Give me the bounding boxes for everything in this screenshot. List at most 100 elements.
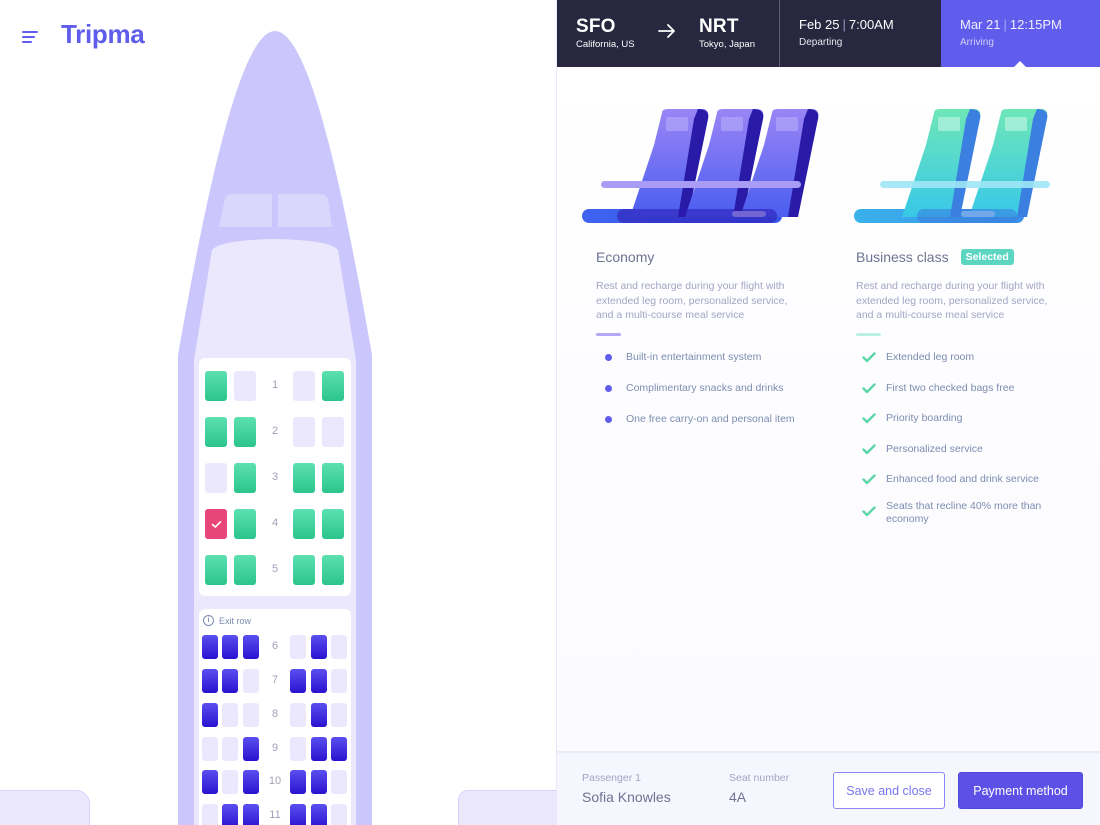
check-icon bbox=[862, 352, 876, 363]
seat-10c[interactable] bbox=[243, 770, 259, 794]
dot-icon bbox=[605, 416, 612, 423]
feature-item: Enhanced food and drink service bbox=[856, 473, 1076, 504]
hamburger-menu-icon[interactable] bbox=[22, 31, 39, 43]
departing-tab[interactable]: Feb 25|7:00AM Departing bbox=[779, 0, 941, 67]
seat-1c bbox=[293, 371, 315, 401]
seat-3d[interactable] bbox=[322, 463, 344, 493]
row-number: 5 bbox=[271, 563, 279, 575]
class-description: Rest and recharge during your flight wit… bbox=[596, 280, 788, 321]
origin-airport: SFO California, US bbox=[576, 16, 635, 50]
seat-2b[interactable] bbox=[234, 417, 256, 447]
row-number: 9 bbox=[271, 742, 279, 754]
seat-11c[interactable] bbox=[243, 804, 259, 825]
seat-9c[interactable] bbox=[243, 737, 259, 761]
seat-6b[interactable] bbox=[222, 635, 238, 659]
seat-6a[interactable] bbox=[202, 635, 218, 659]
seat-7c bbox=[243, 669, 259, 693]
save-and-close-button[interactable]: Save and close bbox=[833, 772, 945, 809]
seat-6f bbox=[331, 635, 347, 659]
feature-item: Personalized service bbox=[856, 443, 1076, 474]
seat-8b bbox=[222, 703, 238, 727]
check-icon bbox=[862, 413, 876, 424]
booking-footer: Passenger 1 Sofia Knowles Seat number 4A… bbox=[557, 751, 1100, 825]
arriving-label: Arriving bbox=[960, 37, 994, 48]
payment-method-button[interactable]: Payment method bbox=[958, 772, 1083, 809]
seat-4c[interactable] bbox=[293, 509, 315, 539]
passenger-field: Passenger 1 Sofia Knowles bbox=[582, 772, 671, 805]
row-number: 7 bbox=[271, 674, 279, 686]
feature-item: Built-in entertainment system bbox=[596, 351, 816, 382]
seat-row: 2 bbox=[199, 417, 351, 447]
seat-10d[interactable] bbox=[290, 770, 306, 794]
seat-10a[interactable] bbox=[202, 770, 218, 794]
seat-6c[interactable] bbox=[243, 635, 259, 659]
seat-3a bbox=[205, 463, 227, 493]
seat-6d bbox=[290, 635, 306, 659]
business-features-list: Extended leg room First two checked bags… bbox=[856, 351, 1076, 530]
app-logo[interactable]: Tripma bbox=[61, 19, 145, 49]
row-number: 8 bbox=[271, 708, 279, 720]
seat-5c[interactable] bbox=[293, 555, 315, 585]
route-summary: SFO California, US NRT Tokyo, Japan bbox=[557, 0, 779, 67]
seat-4a-selected[interactable] bbox=[205, 509, 227, 539]
feature-item: Seats that recline 40% more than economy bbox=[856, 500, 1076, 531]
check-icon bbox=[862, 474, 876, 485]
exit-row-text: Exit row bbox=[219, 615, 252, 626]
seat-11d[interactable] bbox=[290, 804, 306, 825]
economy-title: Economy bbox=[596, 249, 654, 265]
seat-row: 7 bbox=[199, 669, 351, 699]
passenger-name: Sofia Knowles bbox=[582, 789, 671, 805]
seat-7f bbox=[331, 669, 347, 693]
seat-8e[interactable] bbox=[311, 703, 327, 727]
seat-9e[interactable] bbox=[311, 737, 327, 761]
seat-1d[interactable] bbox=[322, 371, 344, 401]
flight-header: SFO California, US NRT Tokyo, Japan Feb … bbox=[557, 0, 1100, 68]
seat-10e[interactable] bbox=[311, 770, 327, 794]
arrow-right-icon bbox=[658, 24, 676, 40]
seat-row: 8 bbox=[199, 703, 351, 733]
seat-5d[interactable] bbox=[322, 555, 344, 585]
seat-4d[interactable] bbox=[322, 509, 344, 539]
seat-5a[interactable] bbox=[205, 555, 227, 585]
seat-2c bbox=[293, 417, 315, 447]
seat-7b[interactable] bbox=[222, 669, 238, 693]
seat-7a[interactable] bbox=[202, 669, 218, 693]
check-icon bbox=[862, 443, 876, 454]
seat-9f[interactable] bbox=[331, 737, 347, 761]
seat-2d bbox=[322, 417, 344, 447]
seat-7d[interactable] bbox=[290, 669, 306, 693]
seat-11e[interactable] bbox=[311, 804, 327, 825]
seat-4b[interactable] bbox=[234, 509, 256, 539]
seat-row: 4 bbox=[199, 509, 351, 539]
seat-2a[interactable] bbox=[205, 417, 227, 447]
class-selection-panel: SFO California, US NRT Tokyo, Japan Feb … bbox=[556, 0, 1100, 825]
destination-code: NRT bbox=[699, 16, 739, 37]
seat-1a[interactable] bbox=[205, 371, 227, 401]
seat-9d bbox=[290, 737, 306, 761]
feature-item: Priority boarding bbox=[856, 412, 1076, 443]
row-number: 11 bbox=[269, 809, 281, 821]
checkmark-icon bbox=[211, 520, 221, 528]
seat-row: 1 bbox=[199, 371, 351, 401]
class-divider bbox=[856, 333, 881, 336]
seat-row: 10 bbox=[199, 770, 351, 800]
row-number: 2 bbox=[271, 425, 279, 437]
seat-5b[interactable] bbox=[234, 555, 256, 585]
row-number: 10 bbox=[268, 775, 282, 787]
departing-time: 7:00AM bbox=[848, 17, 894, 32]
seat-8f bbox=[331, 703, 347, 727]
seat-11b[interactable] bbox=[222, 804, 238, 825]
seat-3c[interactable] bbox=[293, 463, 315, 493]
check-icon bbox=[862, 382, 876, 393]
seat-number-label: Seat number bbox=[729, 772, 790, 784]
class-description: Rest and recharge during your flight wit… bbox=[856, 280, 1048, 321]
seat-8c bbox=[243, 703, 259, 727]
seat-6e[interactable] bbox=[311, 635, 327, 659]
row-number: 4 bbox=[271, 517, 279, 529]
seat-3b[interactable] bbox=[234, 463, 256, 493]
seat-7e[interactable] bbox=[311, 669, 327, 693]
feature-item: Extended leg room bbox=[856, 351, 1076, 382]
seat-8a[interactable] bbox=[202, 703, 218, 727]
destination-city: Tokyo, Japan bbox=[699, 39, 755, 50]
arriving-tab[interactable]: Mar 21|12:15PM Arriving bbox=[941, 0, 1100, 68]
